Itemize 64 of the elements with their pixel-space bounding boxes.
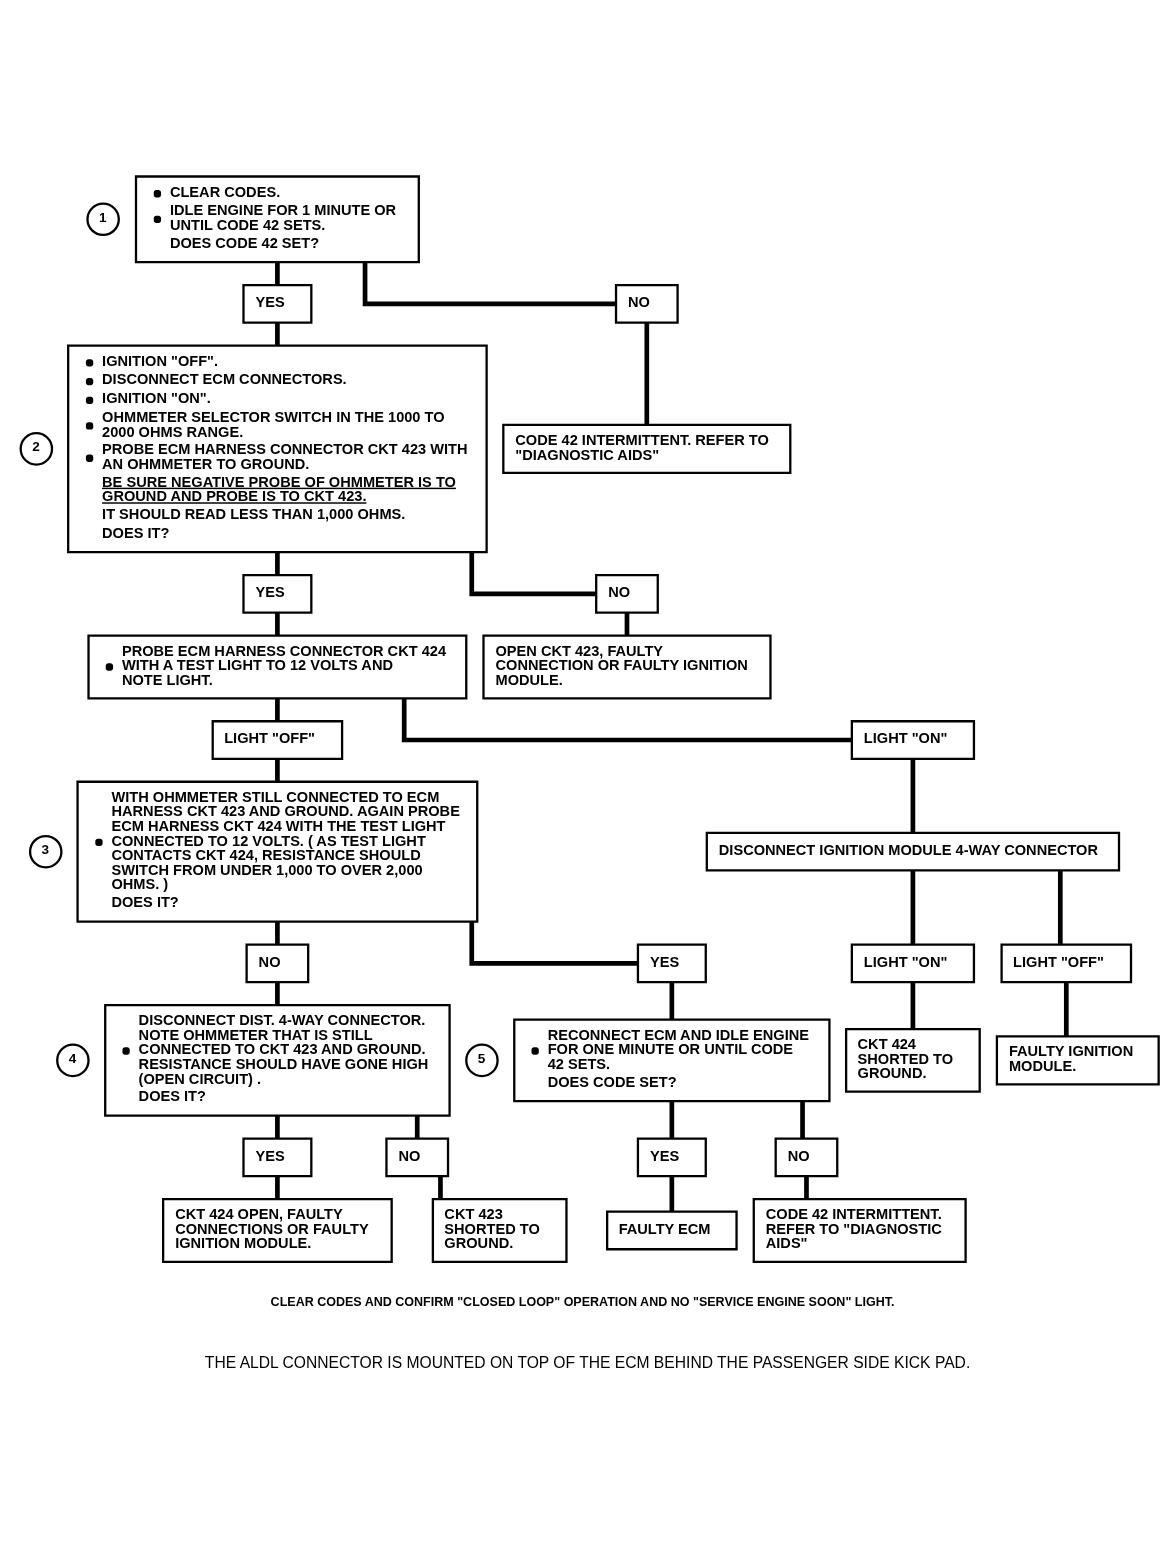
connector: [1057, 870, 1063, 945]
node-box: YES: [636, 943, 707, 984]
connector: [469, 552, 596, 597]
node-box: DISCONNECT IGNITION MODULE 4-WAY CONNECTOR: [705, 831, 1121, 872]
connector: [275, 921, 280, 945]
connector: [275, 552, 280, 575]
connector: [804, 1176, 809, 1199]
node-box: IGNITION "OFF". DISCONNECT ECM CONNECTORS. IGNITION "ON". OHMMETER SELECTOR SWITCH IN THE 1000 TO 2000 OHMS RANGE. PROBE ECM HARNESS CONNECTOR CKT 423 WITH AN OHMMETER TO GROUND. BE SURE NEGATIVE PROBE OF OHMMETER IS TO GROUND AND PROBE IS TO CKT 423. IT SHOULD READ LESS THAN 1,000 OHMS. DOES IT?: [67, 344, 488, 554]
node-box: NO: [595, 574, 659, 614]
node-box: YES: [242, 574, 313, 614]
node-box: OPEN CKT 423, FAULTY CONNECTION OR FAULTY IGNITION MODULE.: [482, 634, 772, 700]
connector: [438, 1176, 443, 1199]
connector: [1063, 982, 1069, 1037]
node-box: RECONNECT ECM AND IDLE ENGINE FOR ONE MINUTE OR UNTIL CODE 42 SETS. DOES CODE SET?: [513, 1018, 831, 1103]
connector: [669, 1176, 675, 1212]
connector: [669, 1101, 675, 1139]
connector: [910, 870, 916, 945]
node-box: FAULTY ECM: [606, 1210, 738, 1251]
connector: [800, 1101, 805, 1139]
node-box: YES: [636, 1137, 707, 1178]
label: CLEAR CODES AND CONFIRM "CLOSED LOOP" OPERATION AND NO "SERVICE ENGINE SOON" LIGHT.: [270, 1294, 895, 1309]
node-box: FAULTY IGNITION MODULE.: [995, 1035, 1160, 1086]
node-box: CKT 423 SHORTED TO GROUND.: [431, 1198, 568, 1263]
connector: [644, 322, 650, 425]
node-box: DISCONNECT DIST. 4-WAY CONNECTOR. NOTE OHMMETER THAT IS STILL CONNECTED TO CKT 423 AND GROUND. RESISTANCE SHOULD HAVE GONE HIGH (OPEN CIRCUIT) . DOES IT?: [104, 1003, 451, 1117]
node-circle: 1: [86, 202, 120, 237]
node-box: YES: [242, 1137, 313, 1178]
connector: [362, 262, 616, 307]
connector: [275, 758, 280, 782]
node-box: NO: [385, 1137, 450, 1178]
connector: [910, 982, 916, 1029]
label: THE ALDL CONNECTOR IS MOUNTED ON TOP OF THE ECM BEHIND THE PASSENGER SIDE KICK PAD.: [204, 1353, 971, 1371]
node-box: LIGHT "ON": [850, 720, 976, 760]
node-box: LIGHT "OFF": [211, 720, 344, 760]
node-box: WITH OHMMETER STILL CONNECTED TO ECM HARNESS CKT 423 AND GROUND. AGAIN PROBE ECM HARNESS CKT 424 WITH THE TEST LIGHT CONNECTED TO 12 VOLTS. ( AS TEST LIGHT CONTACTS CKT 424, RESISTANCE SHOULD SWITCH FROM UNDER 1,000 TO OVER 2,000 OHMS. ) DOES IT?: [76, 780, 479, 923]
node-box: CODE 42 INTERMITTENT. REFER TO "DIAGNOSTIC AIDS": [502, 423, 792, 475]
node-box: LIGHT "ON": [850, 943, 976, 984]
connector: [275, 1176, 280, 1199]
connector: [275, 322, 280, 346]
node-box: YES: [242, 283, 313, 324]
connector: [275, 612, 280, 636]
node-box: CLEAR CODES. IDLE ENGINE FOR 1 MINUTE OR UNTIL CODE 42 SETS. DOES CODE 42 SET?: [134, 175, 420, 264]
node-box: CODE 42 INTERMITTENT. REFER TO "DIAGNOSTIC AIDS": [752, 1198, 967, 1263]
connector: [275, 698, 280, 722]
connector: [669, 982, 675, 1020]
connector: [624, 612, 630, 636]
node-circle: 3: [28, 834, 63, 869]
connector: [275, 1115, 280, 1139]
connector: [401, 698, 852, 743]
node-circle: 4: [56, 1043, 90, 1078]
node-box: NO: [614, 283, 679, 324]
connector: [414, 1115, 420, 1139]
node-circle: 5: [465, 1043, 499, 1078]
node-box: NO: [774, 1137, 839, 1178]
node-box: PROBE ECM HARNESS CONNECTOR CKT 424 WITH A TEST LIGHT TO 12 VOLTS AND NOTE LIGHT.: [87, 634, 468, 700]
node-box: NO: [245, 943, 310, 984]
node-box: CKT 424 OPEN, FAULTY CONNECTIONS OR FAULTY IGNITION MODULE.: [162, 1198, 393, 1263]
connector: [910, 758, 916, 833]
node-box: CKT 424 SHORTED TO GROUND.: [844, 1027, 981, 1093]
connector: [469, 921, 638, 966]
node-box: LIGHT "OFF": [1000, 943, 1133, 984]
connector: [275, 982, 280, 1005]
connector: [275, 262, 280, 285]
node-circle: 2: [19, 432, 54, 466]
